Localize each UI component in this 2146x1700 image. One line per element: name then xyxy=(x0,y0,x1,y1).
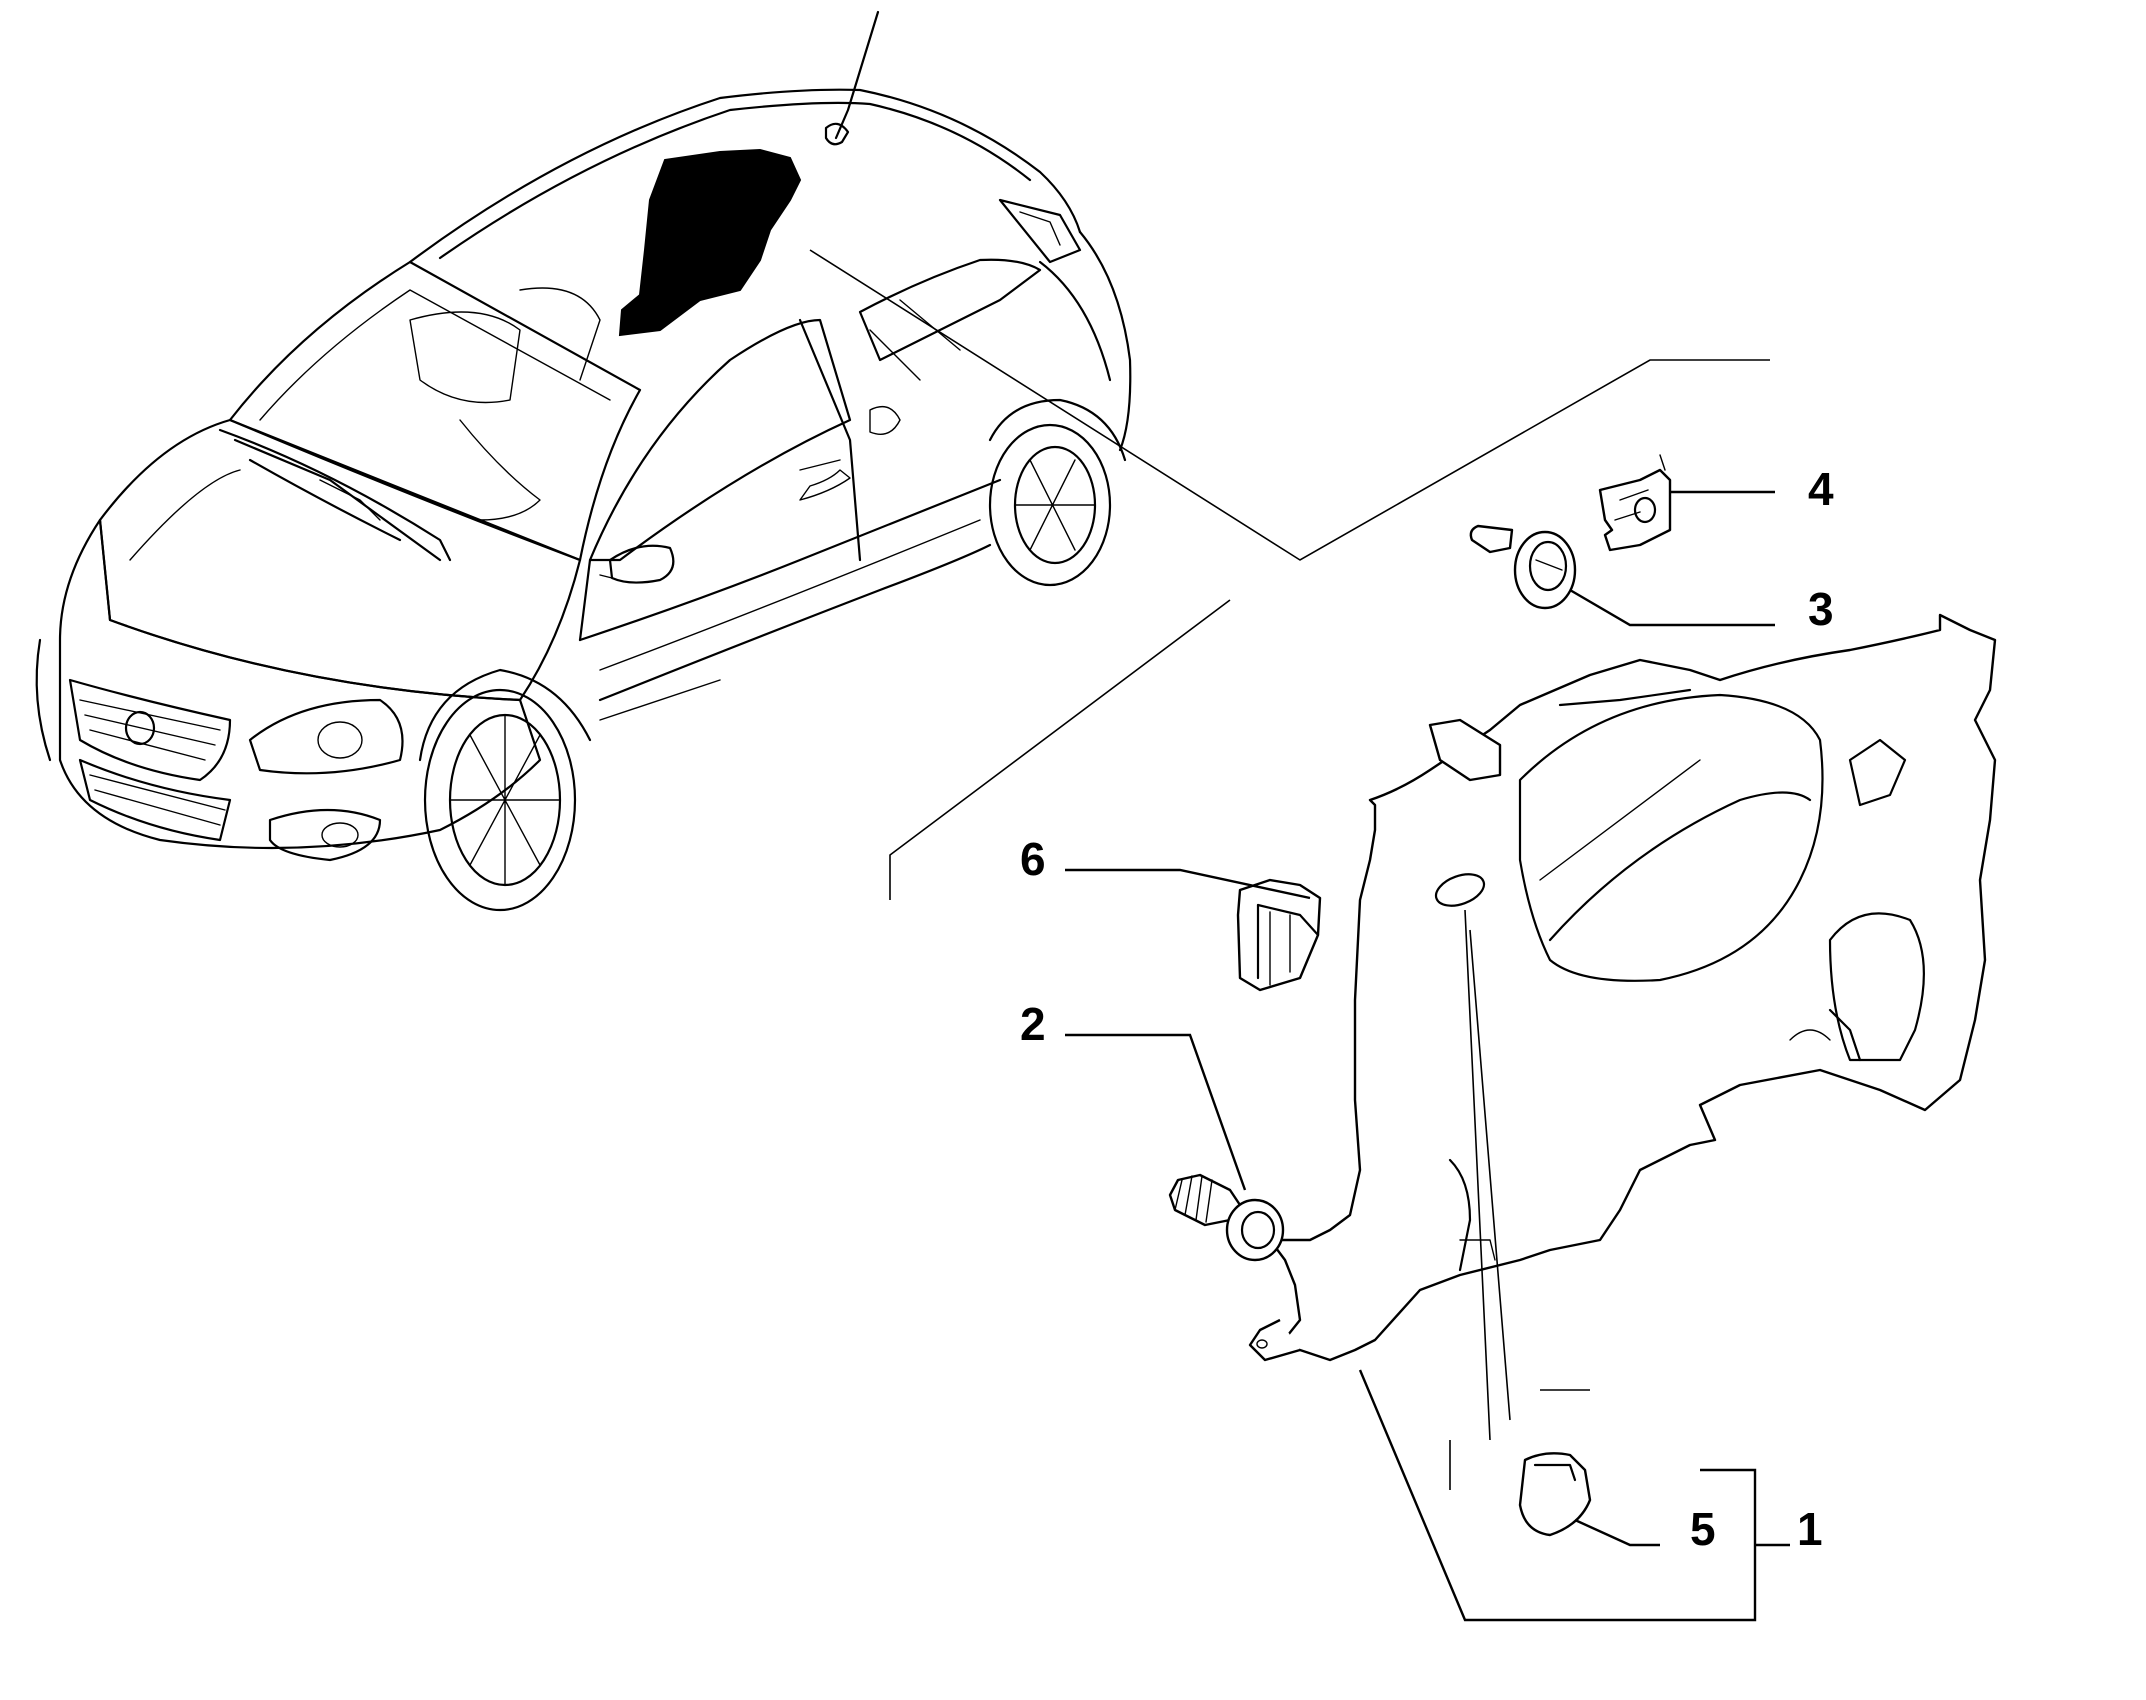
leader-lines xyxy=(1065,490,1790,1622)
callout-5: 5 xyxy=(1690,1503,1716,1555)
callout-3: 3 xyxy=(1808,583,1834,635)
callout-1: 1 xyxy=(1797,1503,1823,1555)
callout-6: 6 xyxy=(1020,833,1046,885)
zoom-guide-lines xyxy=(809,249,1770,900)
callout-4: 4 xyxy=(1808,463,1834,515)
car-outline-icon xyxy=(35,10,1132,912)
screw-icon xyxy=(1469,524,1577,610)
interior-panel-highlight-icon xyxy=(618,148,802,337)
plug-icon xyxy=(1236,878,1322,992)
fastener-icon xyxy=(1598,454,1672,552)
callout-2: 2 xyxy=(1020,998,1046,1050)
bolt-icon xyxy=(1168,1173,1285,1262)
rear-side-trim-panel-icon xyxy=(1248,613,1997,1362)
clip-icon xyxy=(1518,1452,1592,1537)
